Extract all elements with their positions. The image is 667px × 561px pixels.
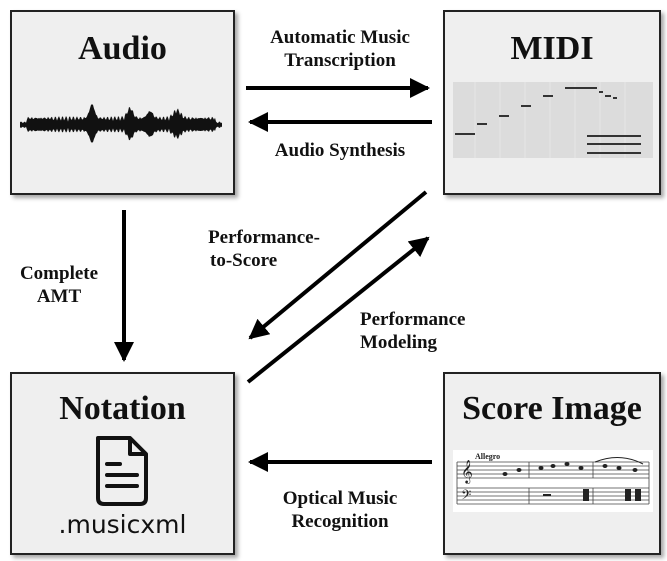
edge-label-omr: Optical Music Recognition	[246, 487, 434, 533]
edge-label-complete-amt: Complete AMT	[4, 262, 114, 308]
edge-label-amt-line2: Transcription	[284, 50, 396, 71]
arrow-midi-to-notation	[248, 190, 428, 340]
score-image-title: Score Image	[462, 390, 642, 427]
edge-label-omr-line1: Optical Music	[282, 488, 398, 509]
arrow-notation-to-midi	[246, 236, 430, 384]
edge-label-synthesis-line1: Audio Synthesis	[274, 140, 406, 161]
tempo-marking: Allegro	[475, 452, 500, 461]
audio-title: Audio	[78, 30, 167, 67]
notation-title: Notation	[59, 390, 186, 427]
edge-label-performance-to-score: Performance- to-Score	[186, 226, 342, 272]
audio-node: Audio	[10, 10, 235, 195]
svg-text:𝄞: 𝄞	[461, 459, 473, 484]
edge-label-performance-to-score-line1: Performance-	[208, 227, 320, 248]
file-extension-label: .musicxml	[58, 510, 187, 539]
edge-label-complete-amt-line2: AMT	[36, 286, 82, 307]
edge-label-performance-modeling-line2: Modeling	[360, 332, 438, 353]
sheet-music-icon: 𝄞 𝄢 Allegro	[453, 450, 653, 512]
edge-label-omr-line2: Recognition	[291, 511, 389, 532]
score-image-node: Score Image 𝄞 𝄢 Allegro	[443, 372, 661, 555]
edge-label-performance-modeling-line1: Performance	[360, 309, 466, 330]
edge-label-performance-modeling: Performance Modeling	[360, 308, 510, 354]
notation-node: Notation .musicxml	[10, 372, 235, 555]
edge-label-complete-amt-line1: Complete	[19, 263, 99, 284]
edge-label-amt-line1: Automatic Music	[270, 27, 410, 48]
document-icon	[96, 436, 148, 506]
piano-roll-icon	[453, 82, 653, 158]
midi-title: MIDI	[510, 30, 594, 67]
svg-text:𝄢: 𝄢	[461, 487, 471, 506]
edge-label-amt: Automatic Music Transcription	[246, 26, 434, 72]
edge-label-performance-to-score-line2: to-Score	[210, 250, 278, 271]
waveform-icon	[20, 104, 222, 143]
edge-label-synthesis: Audio Synthesis	[246, 139, 434, 162]
midi-node: MIDI	[443, 10, 661, 195]
